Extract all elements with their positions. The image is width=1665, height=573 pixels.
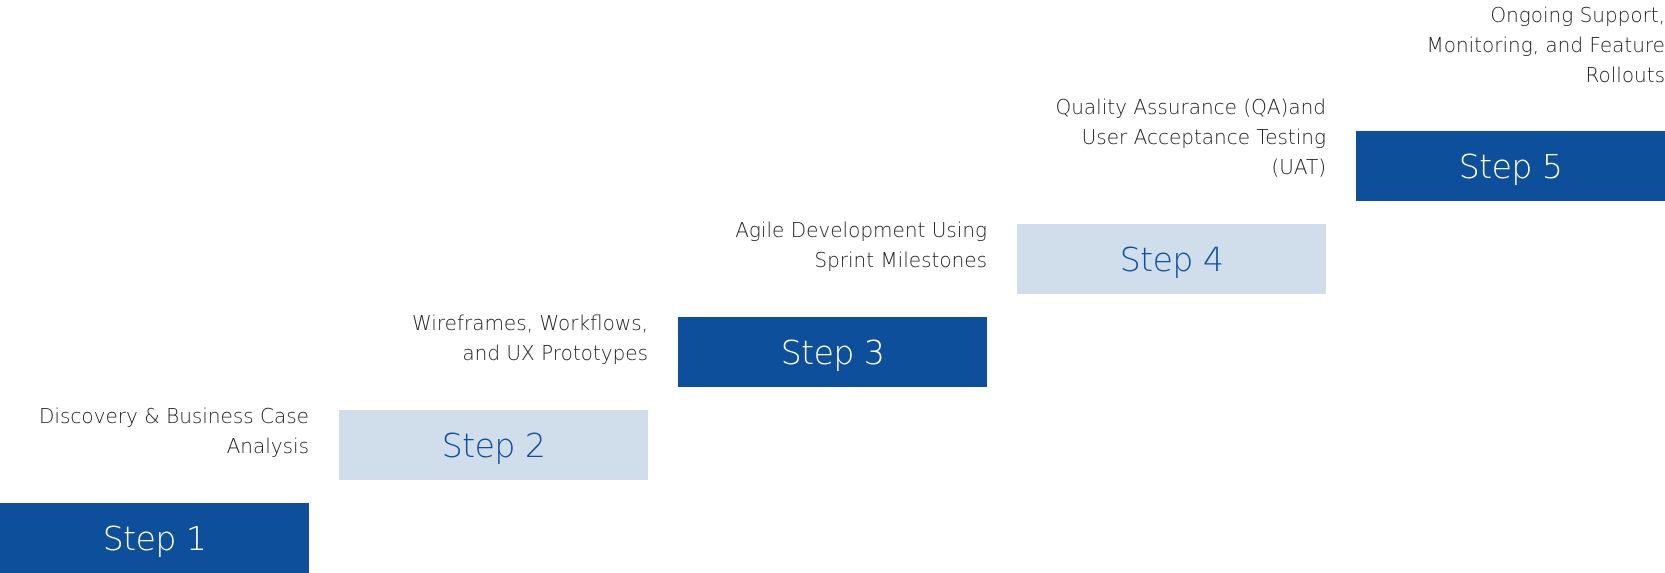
step-1-box: Step 1 [0,503,309,573]
step-4-description-line: Quality Assurance (QA)and [1055,95,1327,119]
step-3-description-line: Sprint Milestones [814,248,987,272]
step-3-description-line: Agile Development Using [735,218,987,242]
step-5-label: Step 5 [1458,146,1563,186]
step-4-label: Step 4 [1119,239,1224,279]
step-3-description: Agile Development Using Sprint Milestone… [687,215,987,275]
step-4-description-line: User Acceptance Testing [1081,125,1326,149]
step-1-description-line: Discovery & Business Case [39,404,309,428]
step-2-label: Step 2 [441,425,546,465]
step-5-description: Ongoing Support, Monitoring, and Feature… [1365,0,1665,90]
step-2-box: Step 2 [339,410,648,480]
step-3-box: Step 3 [678,317,987,387]
step-2-description-line: Wireframes, Workflows, [411,311,648,335]
step-1-description-line: Analysis [226,434,309,458]
step-2-description: Wireframes, Workflows, and UX Prototypes [348,308,648,368]
step-4-description-line: (UAT) [1271,155,1326,179]
step-5-box: Step 5 [1356,131,1665,201]
step-5-description-line: Monitoring, and Feature [1426,33,1665,57]
step-4-description: Quality Assurance (QA)and User Acceptanc… [1026,92,1327,182]
step-3-label: Step 3 [780,332,885,372]
step-5-description-line: Ongoing Support, [1490,3,1665,27]
step-1-label: Step 1 [102,518,207,558]
step-2-description-line: and UX Prototypes [462,341,648,365]
step-1-description: Discovery & Business Case Analysis [9,401,309,461]
step-4-box: Step 4 [1017,224,1326,294]
step-5-description-line: Rollouts [1585,63,1665,87]
